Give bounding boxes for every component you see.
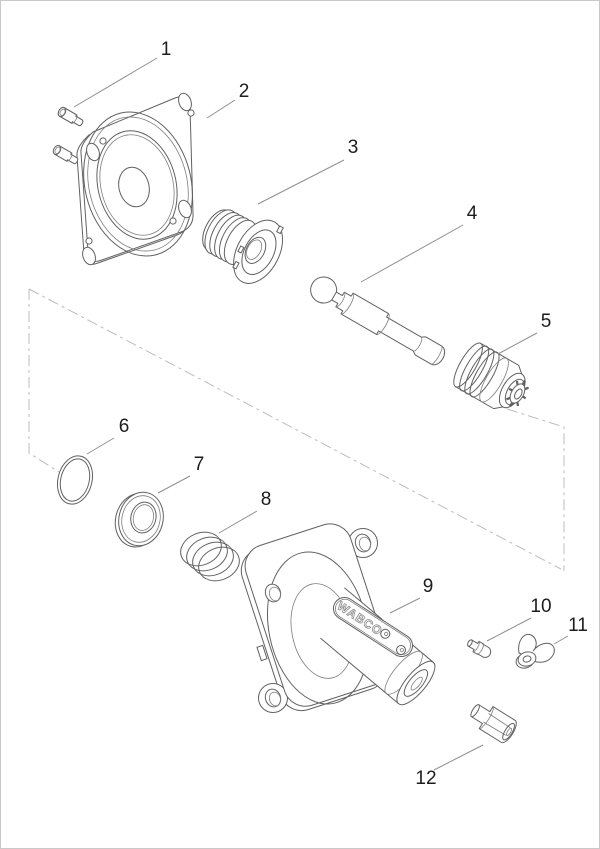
housing-bolt-holes [264, 533, 372, 708]
centerline-axis [28, 288, 562, 570]
callout-8-label: 8 [261, 489, 272, 510]
part-6-o-ring [56, 455, 94, 505]
callout-3-label: 3 [348, 137, 359, 158]
callout-10-label: 10 [530, 596, 551, 617]
callout-11-label: 11 [568, 615, 588, 636]
centerline-left [28, 289, 60, 473]
callout-4-leader [360, 224, 464, 283]
callout-3: 3 [257, 137, 359, 205]
part-5-valve-piston [453, 342, 529, 410]
callout-5: 5 [497, 311, 552, 355]
cover-plate-diaphragm [83, 111, 193, 257]
piston-spline-teeth [505, 379, 529, 408]
part-11-wing-clip [515, 633, 555, 669]
callout-7-leader [157, 475, 191, 494]
callout-12-leader [433, 744, 484, 771]
part-4-push-rod [310, 276, 446, 366]
callout-6-label: 6 [119, 416, 130, 437]
callout-4: 4 [360, 203, 478, 283]
callout-9: 9 [389, 576, 434, 614]
centerline-group [28, 288, 565, 571]
cover-plate-holes [82, 92, 195, 266]
callout-6: 6 [86, 416, 130, 455]
part-2-cover-plate [76, 92, 195, 266]
part-8-spring [180, 531, 240, 582]
callout-4-label: 4 [467, 203, 478, 224]
part-12-plug-fitting [470, 704, 517, 744]
callout-1: 1 [73, 39, 172, 108]
callout-12: 12 [415, 744, 484, 789]
callout-5-leader [497, 332, 538, 355]
callout-2-label: 2 [239, 81, 250, 102]
part-1-pin-b [51, 143, 81, 167]
callout-7: 7 [157, 454, 205, 494]
callout-11-leader [553, 635, 569, 645]
part-3-threaded-bushing [202, 209, 284, 284]
centerline-right [506, 408, 565, 571]
part-10-fitting [467, 639, 492, 658]
callout-10: 10 [486, 596, 552, 642]
callout-10-leader [486, 617, 532, 642]
callout-12-label: 12 [415, 768, 436, 789]
part-1-pin-a [56, 105, 86, 129]
callout-7-label: 7 [194, 454, 205, 475]
callout-9-leader [389, 597, 421, 614]
callout-6-leader [86, 437, 115, 455]
callout-8-leader [218, 510, 258, 534]
bushing-flange [233, 219, 284, 284]
callout-3-leader [257, 159, 345, 205]
callout-8: 8 [218, 489, 272, 534]
callout-1-label: 1 [161, 39, 172, 60]
callouts: 1 2 3 4 5 6 7 8 [73, 39, 588, 789]
callout-1-leader [73, 57, 158, 108]
callout-11: 11 [553, 615, 588, 645]
part-7-seal-ring [114, 491, 164, 548]
callout-2-leader [206, 99, 236, 119]
part-9-cylinder-housing: WABCO [240, 523, 436, 713]
callout-9-label: 9 [423, 576, 434, 597]
callout-5-label: 5 [541, 311, 552, 332]
callout-2: 2 [206, 81, 250, 119]
